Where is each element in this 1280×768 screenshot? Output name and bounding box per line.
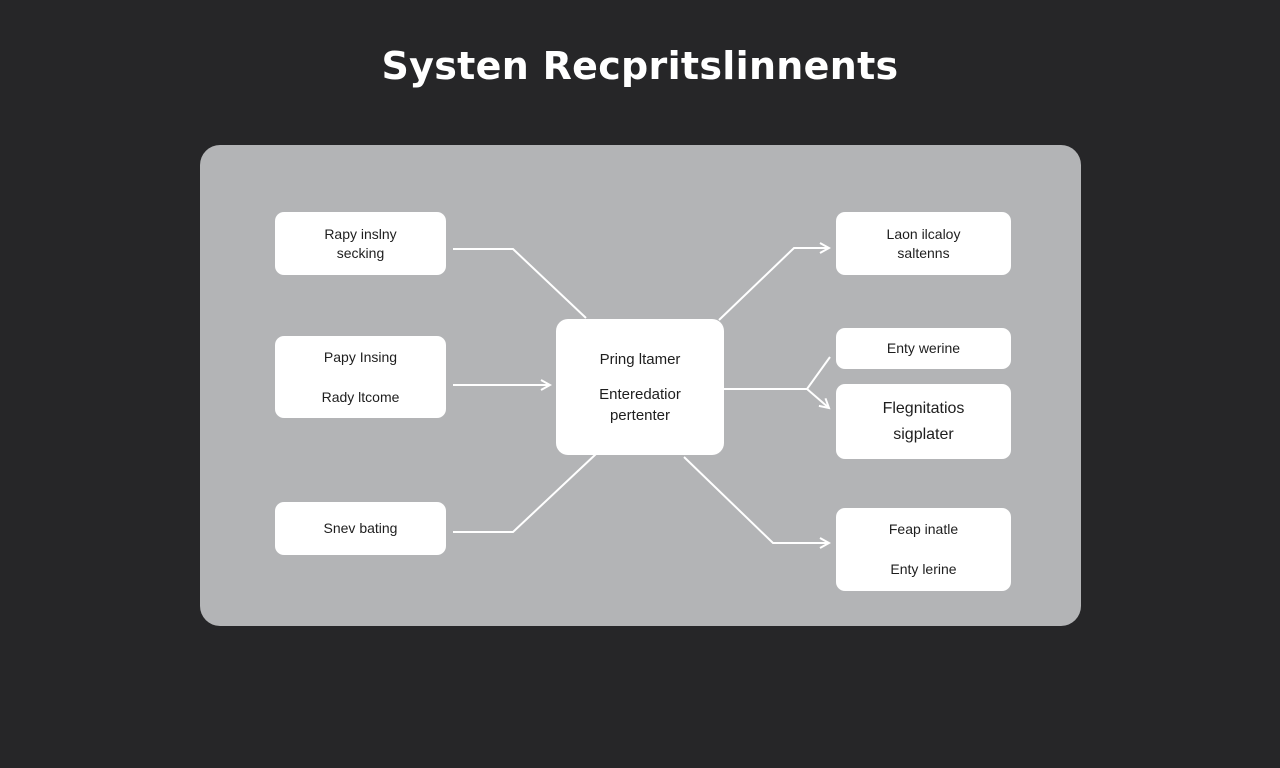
page-title: Systen Recpritslinnents xyxy=(381,44,899,88)
center-node[interactable]: Pring ltamer Enteredatior pertenter xyxy=(556,319,724,455)
right-node-1-line-1: Laon ilcaloy xyxy=(886,225,961,242)
left-node-3[interactable]: Snev bating xyxy=(275,502,446,555)
center-node-line-2: Enteredatior xyxy=(599,385,681,403)
right-node-4[interactable]: Feap inatle Enty lerine xyxy=(836,508,1011,591)
right-node-4-line-2: Enty lerine xyxy=(890,561,957,577)
left-node-2-line-1: Papy Insing xyxy=(323,348,398,365)
right-node-4-line-1: Feap inatle xyxy=(888,521,959,537)
right-node-2[interactable]: Enty werine xyxy=(836,328,1011,369)
center-node-line-3: pertenter xyxy=(609,406,671,424)
left-node-2[interactable]: Papy Insing Rady ltcome xyxy=(275,336,446,418)
left-node-2-line-2: Rady ltcome xyxy=(321,388,400,405)
right-node-1-line-2: saltenns xyxy=(897,244,950,261)
left-node-1[interactable]: Rapy inslny secking xyxy=(275,212,446,275)
right-node-3-line-1: Flegnitatios xyxy=(882,399,965,417)
right-node-2-line-1: Enty werine xyxy=(886,340,961,356)
right-node-3[interactable]: Flegnitatios sigplater xyxy=(836,384,1011,459)
left-node-1-line-1: Rapy inslny xyxy=(324,225,397,242)
left-node-3-line-1: Snev bating xyxy=(323,520,398,536)
right-node-1[interactable]: Laon ilcaloy saltenns xyxy=(836,212,1011,275)
center-node-line-1: Pring ltamer xyxy=(599,350,681,368)
left-node-1-line-2: secking xyxy=(336,244,385,261)
right-node-3-line-2: sigplater xyxy=(893,425,954,443)
